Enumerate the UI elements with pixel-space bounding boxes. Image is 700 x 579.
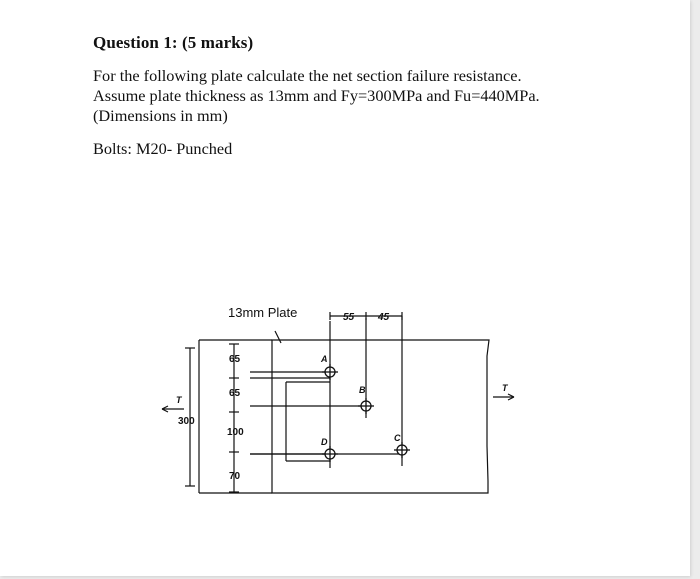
- dim-55-label: 55: [343, 312, 355, 323]
- plate-label: 13mm Plate: [228, 305, 297, 320]
- question-text: For the following plate calculate the ne…: [93, 66, 653, 126]
- bolt-hole-c: [394, 442, 410, 458]
- question-line: For the following plate calculate the ne…: [93, 66, 522, 85]
- plate-diagram: 13mm Plate 300 65 65 100 70 55 45 A B D …: [161, 305, 515, 494]
- hole-label-c: C: [394, 433, 401, 443]
- plate-outline: [271, 339, 490, 494]
- dim-65-label-2: 65: [229, 388, 241, 399]
- dim-100-label: 100: [227, 427, 244, 438]
- hole-label-a: A: [320, 354, 328, 364]
- dim-45-label: 45: [377, 312, 390, 323]
- tension-label-left: T: [176, 395, 183, 405]
- question-title: Question 1: (5 marks): [93, 33, 254, 52]
- question-line: (Dimensions in mm): [93, 106, 228, 125]
- bolt-hole-b: [358, 398, 374, 414]
- dim-70-label: 70: [229, 471, 241, 482]
- dim-65-label-1: 65: [229, 354, 241, 365]
- hole-label-b: B: [359, 385, 366, 395]
- plate-label-leader: [274, 330, 282, 344]
- plate-drawing: 13mm Plate 300 65 65 100 70 55 45 A B D …: [150, 296, 530, 516]
- bolt-hole-a: [322, 364, 338, 380]
- bolt-hole-d: [322, 446, 338, 462]
- question-line: Assume plate thickness as 13mm and Fy=30…: [93, 86, 540, 105]
- bolts-spec: Bolts: M20- Punched: [93, 139, 233, 158]
- tension-label-right: T: [502, 383, 509, 393]
- hole-label-d: D: [321, 437, 328, 447]
- dim-300-label: 300: [178, 416, 195, 427]
